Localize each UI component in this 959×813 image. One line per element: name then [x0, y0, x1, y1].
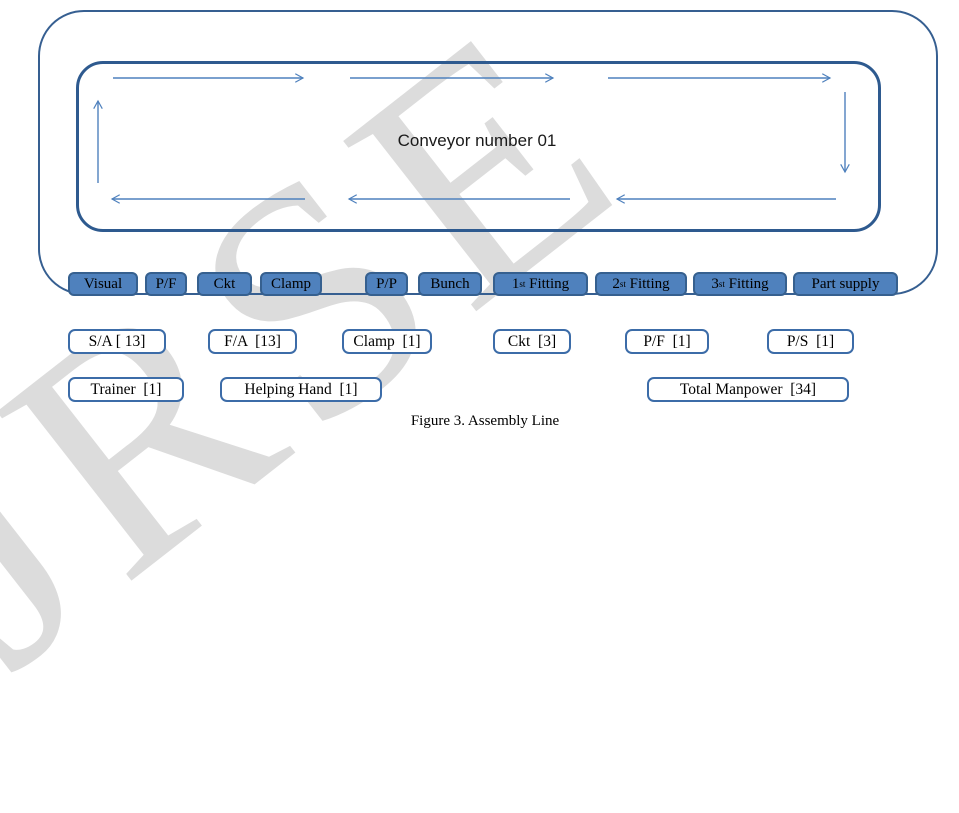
conveyor-frame [76, 61, 881, 232]
figure-caption: Figure 3. Assembly Line [410, 413, 560, 429]
station-box-clamp: Clamp [260, 272, 322, 296]
station-box-visual: Visual [68, 272, 138, 296]
station-box-bunch: Bunch [418, 272, 482, 296]
manpower-box-pf: P/F [1] [625, 329, 709, 354]
manpower-box-sa: S/A [ 13] [68, 329, 166, 354]
summary-box-helping-hand: Helping Hand [1] [220, 377, 382, 402]
manpower-box-fa: F/A [13] [208, 329, 297, 354]
manpower-box-ckt: Ckt [3] [493, 329, 571, 354]
station-box-ckt: Ckt [197, 272, 252, 296]
summary-box-trainer: Trainer [1] [68, 377, 184, 402]
station-box-part-supply: Part supply [793, 272, 898, 296]
conveyor-flow-arrows [93, 73, 850, 204]
summary-box-total-manpower: Total Manpower [34] [647, 377, 849, 402]
manpower-box-clamp: Clamp [1] [342, 329, 432, 354]
manpower-box-ps: P/S [1] [767, 329, 854, 354]
assembly-area-frame [38, 10, 938, 295]
station-box-pf: P/F [145, 272, 187, 296]
station-box-pp: P/P [365, 272, 408, 296]
conveyor-label: Conveyor number 01 [397, 131, 557, 150]
